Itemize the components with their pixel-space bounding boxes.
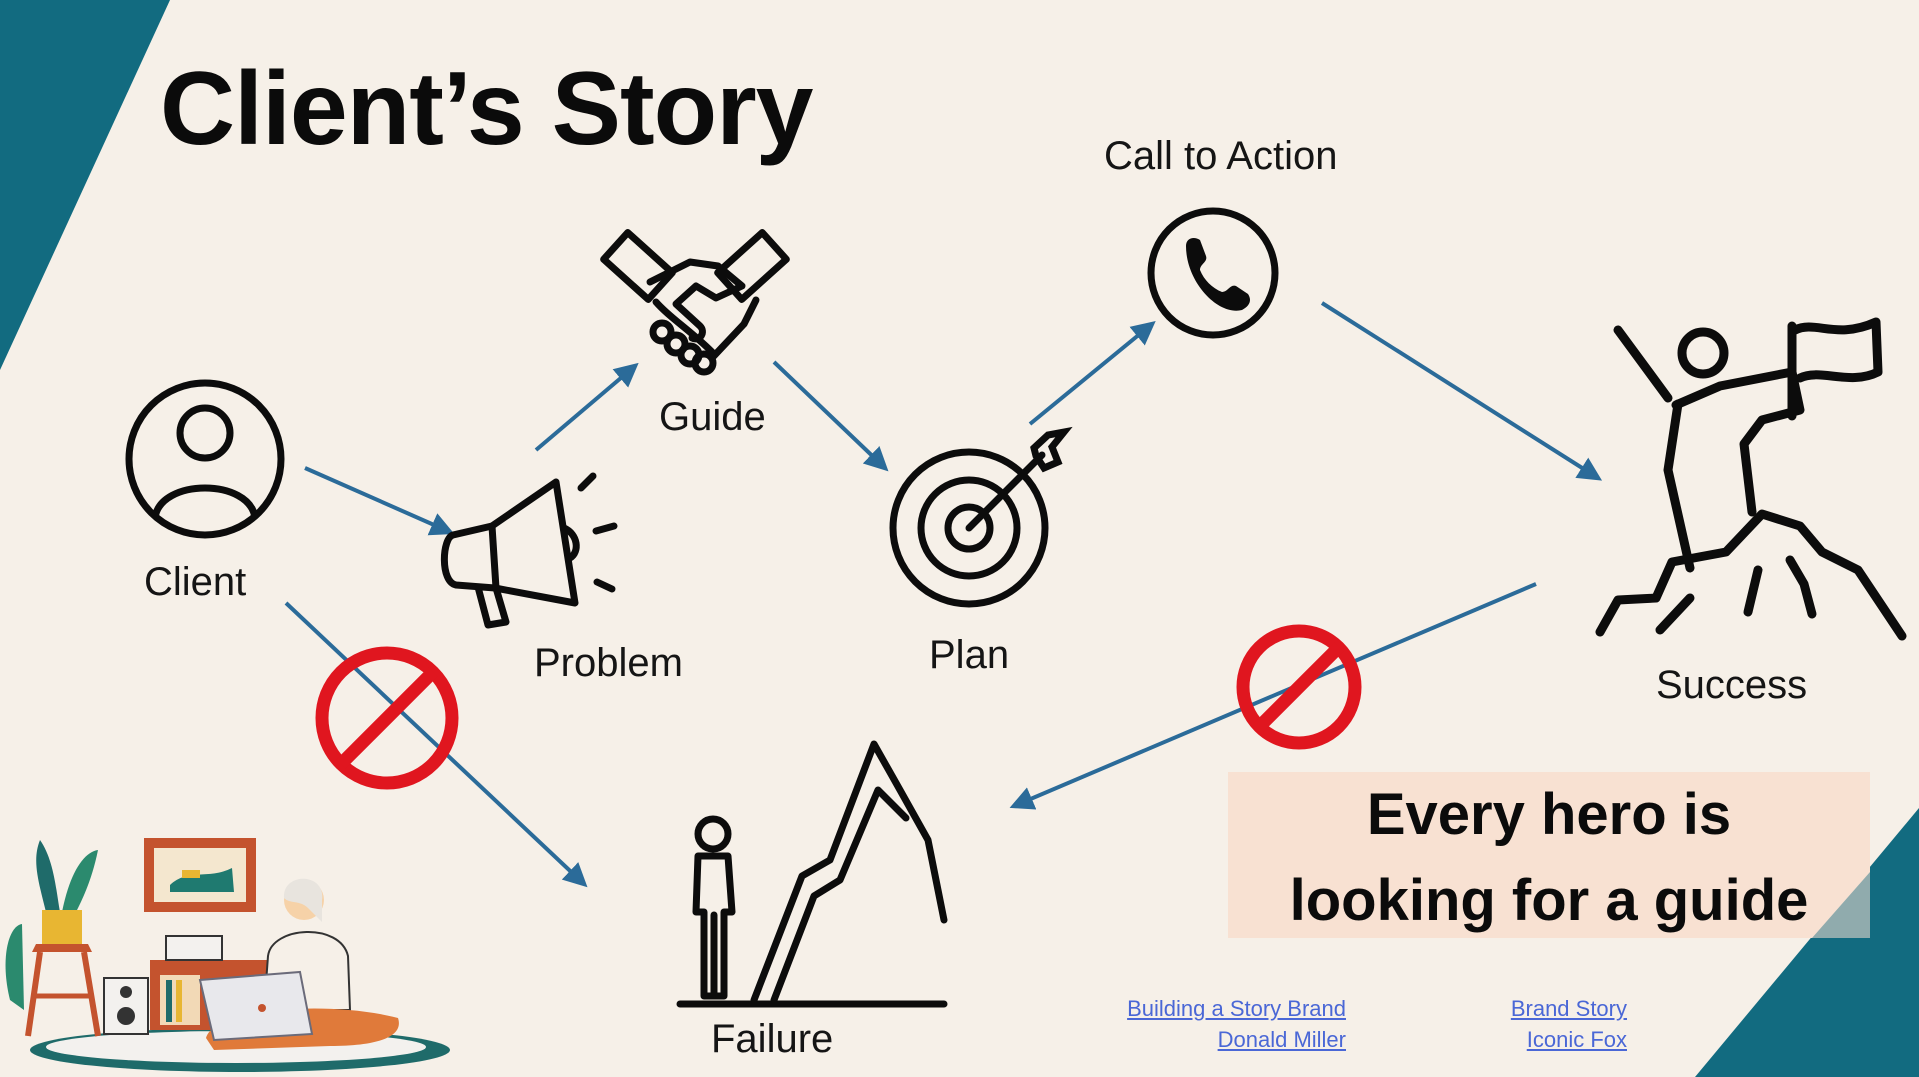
node-label-success: Success bbox=[1656, 663, 1808, 707]
arrow-client-to-problem bbox=[304, 466, 455, 536]
node-label-failure: Failure bbox=[711, 1017, 834, 1061]
reference-1: Building a Story Brand Donald Miller bbox=[1080, 993, 1346, 1055]
reference-2-title-link[interactable]: Brand Story bbox=[1510, 996, 1627, 1021]
phone-icon bbox=[1147, 207, 1279, 339]
node-label-call-to-action: Call to Action bbox=[1104, 134, 1338, 178]
person-circle-icon bbox=[125, 379, 285, 539]
node-label-guide: Guide bbox=[659, 395, 766, 439]
reference-1-author-link[interactable]: Donald Miller bbox=[1217, 1027, 1346, 1052]
handshake-icon bbox=[600, 229, 790, 376]
failure-mountain-icon bbox=[676, 740, 948, 1008]
no-entry-icon bbox=[315, 646, 459, 790]
reference-1-title-link[interactable]: Building a Story Brand bbox=[1127, 996, 1346, 1021]
megaphone-icon bbox=[440, 472, 618, 629]
callout-box: Every hero is looking for a guide bbox=[1228, 772, 1870, 938]
reference-2-author-link[interactable]: Iconic Fox bbox=[1526, 1027, 1627, 1052]
teal-corner-top-left bbox=[0, 0, 170, 370]
arrow-client-to-failure bbox=[284, 601, 588, 888]
node-label-problem: Problem bbox=[534, 641, 683, 685]
node-label-client: Client bbox=[144, 560, 247, 604]
reference-2: Brand Story Iconic Fox bbox=[1480, 993, 1627, 1055]
page-title: Client’s Story bbox=[160, 51, 814, 167]
no-entry-icon bbox=[1236, 624, 1362, 750]
arrow-plan-to-call bbox=[1028, 320, 1156, 426]
arrow-guide-to-plan bbox=[772, 360, 889, 472]
arrow-success-to-failure bbox=[1009, 582, 1537, 810]
arrow-problem-to-guide bbox=[534, 362, 639, 452]
flow-arrows bbox=[284, 301, 1603, 888]
node-label-plan: Plan bbox=[929, 633, 1010, 677]
callout-line-2: looking for a guide bbox=[1289, 868, 1809, 933]
arrow-call-to-success bbox=[1320, 301, 1603, 481]
callout-line-1: Every hero is bbox=[1366, 782, 1732, 847]
summit-flag-icon bbox=[1595, 317, 1907, 641]
workspace-illustration bbox=[5, 838, 450, 1072]
callout-text: Every hero is looking for a guide bbox=[1228, 772, 1870, 944]
target-icon bbox=[889, 426, 1073, 608]
